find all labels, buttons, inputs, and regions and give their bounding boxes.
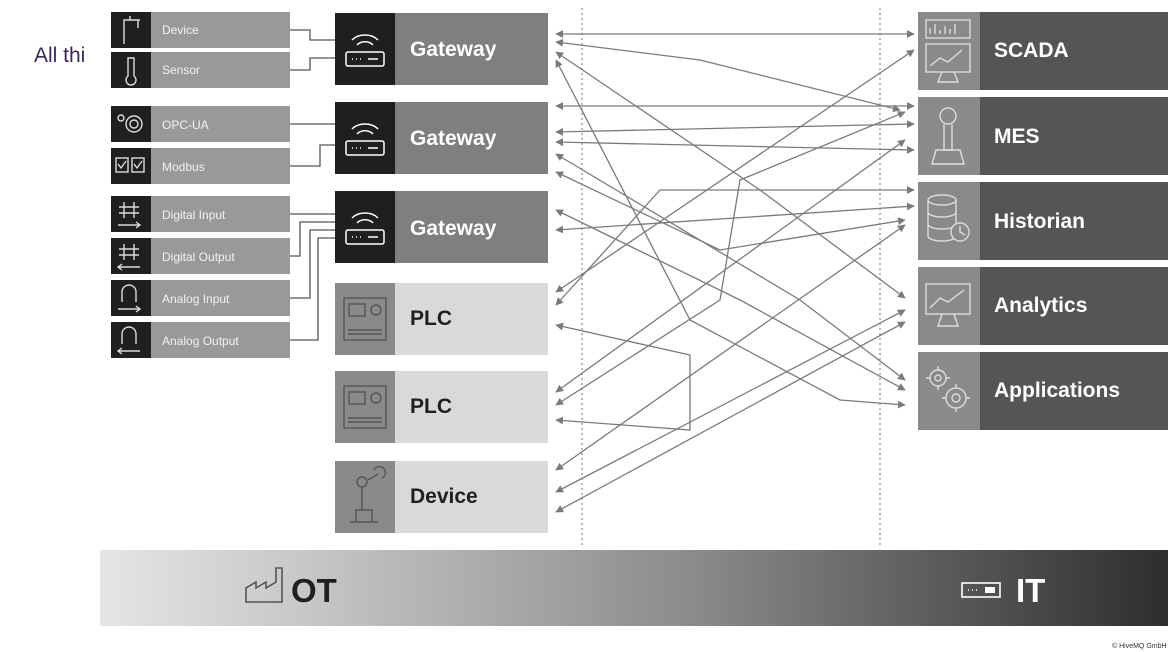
gateway-node-3: Gateway (335, 191, 548, 263)
plc-icon (343, 385, 387, 429)
device-node: Device (335, 461, 548, 533)
joystick-icon (931, 107, 965, 165)
source-label-analog-output: Analog Output (162, 334, 239, 348)
truncated-text: All thi (34, 44, 86, 67)
router-icon (345, 123, 385, 156)
database-clock-icon (927, 194, 970, 242)
plc-icon (343, 297, 387, 341)
gears-icon (926, 366, 970, 412)
crane-icon (123, 16, 140, 44)
device-label: Device (410, 485, 478, 508)
gateway-node-2: Gateway (335, 102, 548, 174)
it-system-mes: MES (918, 97, 1168, 175)
analog-output-icon (116, 326, 140, 355)
it-system-applications: Applications (918, 352, 1168, 430)
source-digital-output: Digital Output (111, 238, 290, 274)
mes-label: MES (994, 125, 1040, 148)
modbus-icon (115, 157, 145, 173)
analog-input-icon (118, 284, 142, 313)
gateway-label: Gateway (410, 38, 497, 61)
gateway-node-1: Gateway (335, 13, 548, 85)
server-icon (961, 582, 1001, 598)
connection-arrows (555, 30, 915, 513)
factory-icon (245, 567, 283, 603)
applications-label: Applications (994, 379, 1120, 402)
gateway-label: Gateway (410, 217, 497, 240)
thermometer-icon (125, 57, 137, 86)
source-label-modbus: Modbus (162, 160, 205, 174)
opcua-icon (117, 114, 143, 133)
source-label-device: Device (162, 23, 199, 37)
chart-monitor-icon (925, 283, 971, 327)
source-device: Device (111, 12, 290, 48)
source-label-analog-input: Analog Input (162, 292, 230, 306)
source-label-digital-output: Digital Output (162, 250, 235, 264)
plc-node-1: PLC (335, 283, 548, 355)
ot-it-band: OT IT (100, 550, 1168, 626)
plc-label: PLC (410, 307, 452, 330)
source-connectors (290, 29, 335, 341)
digital-input-icon (118, 202, 142, 229)
gateway-label: Gateway (410, 127, 497, 150)
ot-label: OT (291, 572, 337, 609)
source-analog-input: Analog Input (111, 280, 290, 316)
it-system-analytics: Analytics (918, 267, 1168, 345)
source-label-sensor: Sensor (162, 63, 200, 77)
source-opcua: OPC-UA (111, 106, 290, 142)
digital-output-icon (116, 244, 140, 271)
plc-label: PLC (410, 395, 452, 418)
source-modbus: Modbus (111, 148, 290, 184)
router-icon (345, 212, 385, 245)
router-icon (345, 34, 385, 67)
analytics-label: Analytics (994, 294, 1087, 317)
copyright-text: © HiveMQ GmbH (1112, 642, 1167, 650)
it-label: IT (1016, 572, 1045, 609)
source-sensor: Sensor (111, 52, 290, 88)
it-system-historian: Historian (918, 182, 1168, 260)
source-label-digital-input: Digital Input (162, 208, 226, 222)
robot-arm-icon (350, 465, 387, 523)
source-label-opcua: OPC-UA (162, 118, 209, 132)
source-digital-input: Digital Input (111, 196, 290, 232)
it-system-scada: SCADA (918, 12, 1168, 90)
historian-label: Historian (994, 210, 1085, 233)
plc-node-2: PLC (335, 371, 548, 443)
scada-label: SCADA (994, 39, 1069, 62)
scada-icon (925, 19, 971, 83)
source-analog-output: Analog Output (111, 322, 290, 358)
